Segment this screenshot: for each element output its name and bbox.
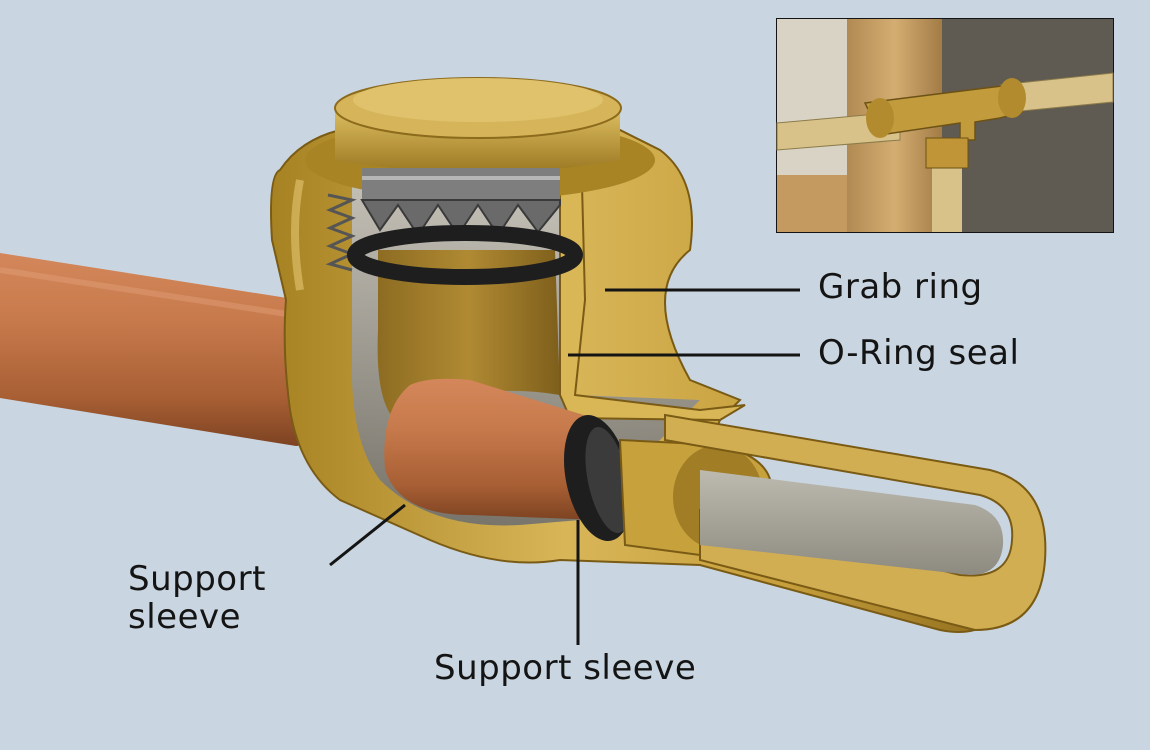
- leader-support-left: [329, 503, 406, 567]
- thread-ridges: [325, 193, 357, 272]
- label-support-sleeve-bottom: Support sleeve: [434, 648, 697, 688]
- o-ring-lower: [563, 415, 633, 541]
- label-support-sleeve-left: Support sleeve: [128, 559, 266, 637]
- label-o-ring-seal: O-Ring seal: [818, 333, 1020, 373]
- label-grab-ring: Grab ring: [818, 267, 983, 307]
- leader-lines: [329, 288, 800, 645]
- copper-pipe-inserted: [384, 378, 600, 520]
- outlet-pipe-cutaway: [664, 413, 1047, 632]
- release-collar: [305, 77, 655, 200]
- inset-photo: [776, 18, 1114, 233]
- o-ring-upper: [347, 225, 583, 285]
- copper-pipe-left: [0, 253, 316, 446]
- grab-ring: [360, 168, 561, 237]
